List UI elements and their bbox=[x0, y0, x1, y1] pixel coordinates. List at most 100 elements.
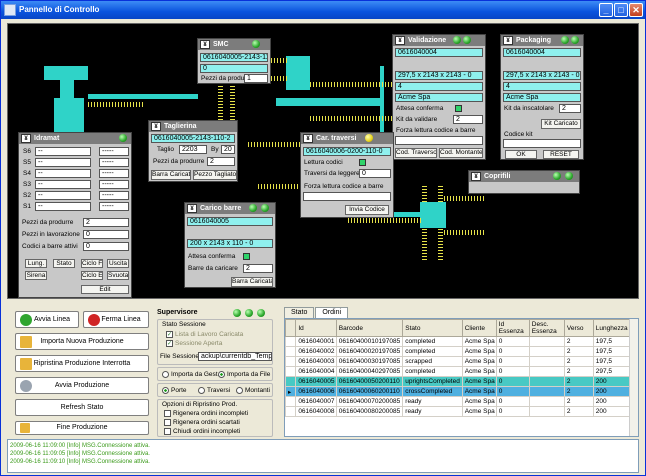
cell-lung: 200 bbox=[592, 396, 632, 407]
rail bbox=[444, 196, 484, 201]
lung-button[interactable]: Lung. bbox=[25, 259, 47, 268]
file-sessione-field[interactable]: ackup\currentdb_Temp.db3 bbox=[198, 352, 272, 361]
panel-coprifili: ¥Coprifili bbox=[468, 170, 580, 194]
cell-id: 0616040007 bbox=[295, 396, 337, 407]
tag-taglio-field[interactable]: 2203 bbox=[179, 145, 207, 154]
orders-scrollbar[interactable] bbox=[629, 319, 638, 436]
val-kit-field[interactable]: 2 bbox=[453, 115, 483, 124]
chevron-down-icon[interactable]: ¥ bbox=[151, 122, 161, 131]
column-header[interactable]: Lunghezza bbox=[592, 319, 632, 337]
traversi-radio[interactable]: Traversi bbox=[198, 387, 230, 395]
tab-ordini[interactable]: Ordini bbox=[315, 307, 349, 318]
smc-pezzi-field[interactable]: 1 bbox=[244, 74, 268, 83]
title-bar[interactable]: Pannello di Controllo _ □ ✕ bbox=[1, 1, 645, 19]
ciclo-e-button[interactable]: Ciclo E bbox=[81, 271, 103, 280]
reset-button[interactable]: RESET bbox=[543, 150, 579, 159]
chevron-down-icon[interactable]: ¥ bbox=[471, 172, 481, 181]
ok-button[interactable]: OK bbox=[505, 150, 537, 159]
cell-barcode: 06160400060200110 bbox=[335, 386, 404, 397]
importa-gest-radio[interactable]: Importa da Gest. bbox=[162, 371, 219, 379]
cell-barcode: 06160400080200085 bbox=[335, 406, 404, 417]
column-header[interactable]: Desc. Essenza bbox=[528, 319, 565, 337]
rigenera-scartati-check[interactable]: Rigenera ordini scartati bbox=[164, 419, 240, 427]
invia-codice-button[interactable]: Invia Codice bbox=[345, 205, 389, 215]
kit-caricato-button[interactable]: Kit Caricato bbox=[541, 119, 581, 129]
column-header[interactable]: Id Essenza bbox=[495, 319, 530, 337]
ripristina-produzione-button[interactable]: Ripristina Produzione Interrotta bbox=[15, 355, 149, 372]
machine-neck bbox=[60, 80, 74, 98]
avvia-produzione-button[interactable]: Avvia Produzione bbox=[15, 377, 149, 394]
panel-header: ¥Idramat bbox=[19, 133, 131, 144]
pack-codice-input[interactable] bbox=[503, 139, 581, 148]
tag-by-field[interactable]: 20 bbox=[221, 145, 235, 154]
radio-label: Importa da File bbox=[227, 371, 271, 379]
pack-kit-field[interactable]: 2 bbox=[559, 104, 581, 113]
log-line: 2009-06-16 11:09:05 [Info] MSG.Connessio… bbox=[10, 451, 150, 457]
sirena-button[interactable]: Sirena bbox=[25, 271, 47, 280]
stato-button[interactable]: Stato bbox=[53, 259, 75, 268]
column-header[interactable]: Verso bbox=[563, 319, 594, 337]
idr-pezzi-prod-field[interactable]: 2 bbox=[83, 218, 129, 227]
column-header[interactable]: Id bbox=[295, 319, 337, 337]
refresh-stato-button[interactable]: Refresh Stato bbox=[15, 399, 149, 416]
tag-pezzi-field[interactable]: 2 bbox=[207, 157, 235, 166]
rail bbox=[438, 228, 443, 260]
station-code: ----- bbox=[99, 147, 129, 156]
station-label: S5 bbox=[23, 159, 31, 166]
ciclo-f-button[interactable]: Ciclo F bbox=[81, 259, 103, 268]
rail bbox=[438, 184, 443, 202]
column-header[interactable]: Barcode bbox=[335, 319, 404, 337]
barra-caricata-button[interactable]: Barra Caricata bbox=[151, 170, 191, 180]
button-label: Importa Nuova Produzione bbox=[40, 338, 124, 345]
cell-barcode: 06160400040297085 bbox=[335, 366, 404, 377]
trav-leggere-label: Traversi da leggere bbox=[304, 170, 360, 177]
chevron-down-icon[interactable]: ¥ bbox=[303, 134, 313, 143]
edit-button[interactable]: Edit bbox=[81, 285, 129, 294]
importa-file-radio[interactable]: Importa da File bbox=[218, 371, 270, 379]
cell-verso: 2 bbox=[563, 396, 594, 407]
pezzo-tagliato-button[interactable]: Pezzo Tagliato bbox=[193, 170, 237, 180]
cell-desc bbox=[528, 396, 565, 407]
chevron-down-icon[interactable]: ¥ bbox=[395, 36, 405, 45]
rail bbox=[422, 228, 427, 260]
tab-stato[interactable]: Stato bbox=[284, 307, 315, 318]
row-indicator bbox=[285, 336, 297, 347]
importa-produzione-button[interactable]: Importa Nuova Produzione bbox=[15, 333, 149, 350]
val-barcode-input[interactable] bbox=[395, 136, 483, 145]
uscita-button[interactable]: Uscita bbox=[107, 259, 129, 268]
chevron-down-icon[interactable]: ¥ bbox=[21, 134, 31, 143]
cod-montante-button[interactable]: Cod. Montante bbox=[439, 148, 483, 158]
chevron-down-icon[interactable]: ¥ bbox=[200, 40, 210, 49]
cod-traverso-button[interactable]: Cod. Traverso bbox=[395, 148, 437, 158]
close-button[interactable]: ✕ bbox=[629, 3, 643, 17]
maximize-button[interactable]: □ bbox=[614, 3, 628, 17]
stato-sessione-label: Stato Sessione bbox=[162, 321, 206, 328]
avvia-linea-button[interactable]: Avvia Linea bbox=[15, 311, 79, 328]
carico-barra-caricata-button[interactable]: Barra Caricata bbox=[231, 277, 273, 287]
porte-radio[interactable]: Porte bbox=[162, 387, 187, 395]
chiudi-incompleti-check[interactable]: Chiudi ordini incompleti bbox=[164, 428, 240, 436]
montanti-radio[interactable]: Montanti bbox=[236, 387, 270, 395]
fine-produzione-button[interactable]: Fine Produzione bbox=[15, 421, 149, 435]
column-header[interactable]: Stato bbox=[402, 319, 463, 337]
rail bbox=[218, 76, 223, 120]
trav-leggere-field: 0 bbox=[359, 169, 391, 178]
chevron-down-icon[interactable]: ¥ bbox=[187, 204, 197, 213]
svuota-button[interactable]: Svuota bbox=[107, 271, 129, 280]
minimize-button[interactable]: _ bbox=[599, 3, 613, 17]
rigenera-incompleti-check[interactable]: Rigenera ordini incompleti bbox=[164, 410, 248, 418]
ferma-linea-button[interactable]: Ferma Linea bbox=[83, 311, 149, 328]
car-barre-field[interactable]: 2 bbox=[243, 264, 273, 273]
station-value: -- bbox=[35, 202, 91, 211]
trav-barcode-input[interactable] bbox=[303, 192, 391, 201]
column-header[interactable]: Cliente bbox=[461, 319, 497, 337]
chevron-down-icon[interactable]: ¥ bbox=[503, 36, 513, 45]
